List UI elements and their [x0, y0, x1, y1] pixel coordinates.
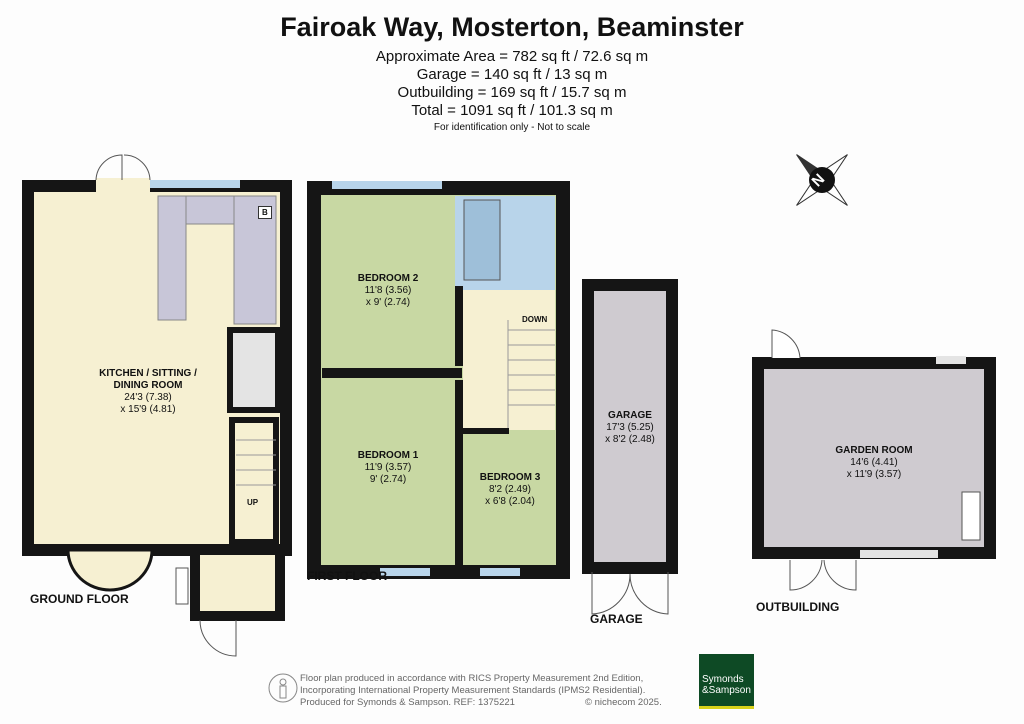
person-icon	[268, 673, 298, 703]
room-dimension: 8'2 (2.49)	[489, 484, 531, 495]
room-name: BEDROOM 2	[357, 273, 419, 284]
logo-line: &Sampson	[702, 685, 751, 696]
room-dimension: x 15'9 (4.81)	[120, 404, 176, 415]
room-name: BEDROOM 3	[479, 472, 541, 483]
room-name: GARDEN ROOM	[835, 445, 913, 456]
first-floor-label: FIRST FLOOR	[307, 569, 387, 583]
page-title: Fairoak Way, Mosterton, Beaminster	[280, 12, 744, 42]
area-approx: Approximate Area = 782 sq ft / 72.6 sq m	[375, 48, 649, 65]
copyright: © nichecom 2025.	[585, 697, 662, 708]
ground-floor-plan	[22, 154, 292, 657]
room-name: GARAGE	[608, 410, 652, 421]
compass-icon	[796, 154, 848, 206]
room-dimension: 11'8 (3.56)	[364, 285, 412, 296]
footer-disclaimer: Floor plan produced in accordance with R…	[300, 673, 645, 709]
room-dimension: 11'9 (3.57)	[364, 462, 412, 473]
stairs-down-label: DOWN	[522, 315, 548, 324]
logo-line: Symonds	[702, 674, 744, 685]
room-dimension: 14'6 (4.41)	[850, 457, 898, 468]
boiler-label: B	[258, 206, 272, 219]
area-outbuilding: Outbuilding = 169 sq ft / 15.7 sq m	[397, 84, 627, 101]
area-garage: Garage = 140 sq ft / 13 sq m	[416, 66, 608, 83]
room-name: BEDROOM 1	[357, 450, 419, 461]
room-name: DINING ROOM	[113, 380, 183, 391]
first-floor-plan	[307, 181, 570, 579]
room-dimension: x 8'2 (2.48)	[605, 434, 655, 445]
room-dimension: 17'3 (5.25)	[606, 422, 654, 433]
ground-floor-label: GROUND FLOOR	[30, 592, 129, 606]
room-dimension: 9' (2.74)	[369, 474, 407, 485]
scale-note: For identification only - Not to scale	[433, 122, 591, 133]
room-kitchen-sitting-dining: KITCHEN / SITTING /DINING ROOM 24'3 (7.3…	[99, 368, 197, 416]
area-total: Total = 1091 sq ft / 101.3 sq m	[411, 102, 613, 119]
room-dimension: x 6'8 (2.04)	[485, 496, 535, 507]
outbuilding-plan	[752, 329, 996, 591]
disclaimer-line: Incorporating International Property Mea…	[300, 685, 646, 696]
garage-plan	[582, 279, 678, 615]
room-dimension: x 9' (2.74)	[365, 297, 411, 308]
room-name: KITCHEN / SITTING /	[99, 368, 197, 379]
garage-floor-label: GARAGE	[590, 612, 643, 626]
room-dimension: x 11'9 (3.57)	[846, 469, 902, 480]
symonds-sampson-logo: Symonds&Sampson	[699, 654, 754, 709]
room-dimension: 24'3 (7.38)	[124, 392, 172, 403]
outbuilding-floor-label: OUTBUILDING	[756, 600, 840, 614]
disclaimer-line: Produced for Symonds & Sampson. REF: 137…	[300, 697, 515, 708]
stairs-up-label: UP	[247, 498, 259, 507]
disclaimer-line: Floor plan produced in accordance with R…	[300, 673, 644, 684]
